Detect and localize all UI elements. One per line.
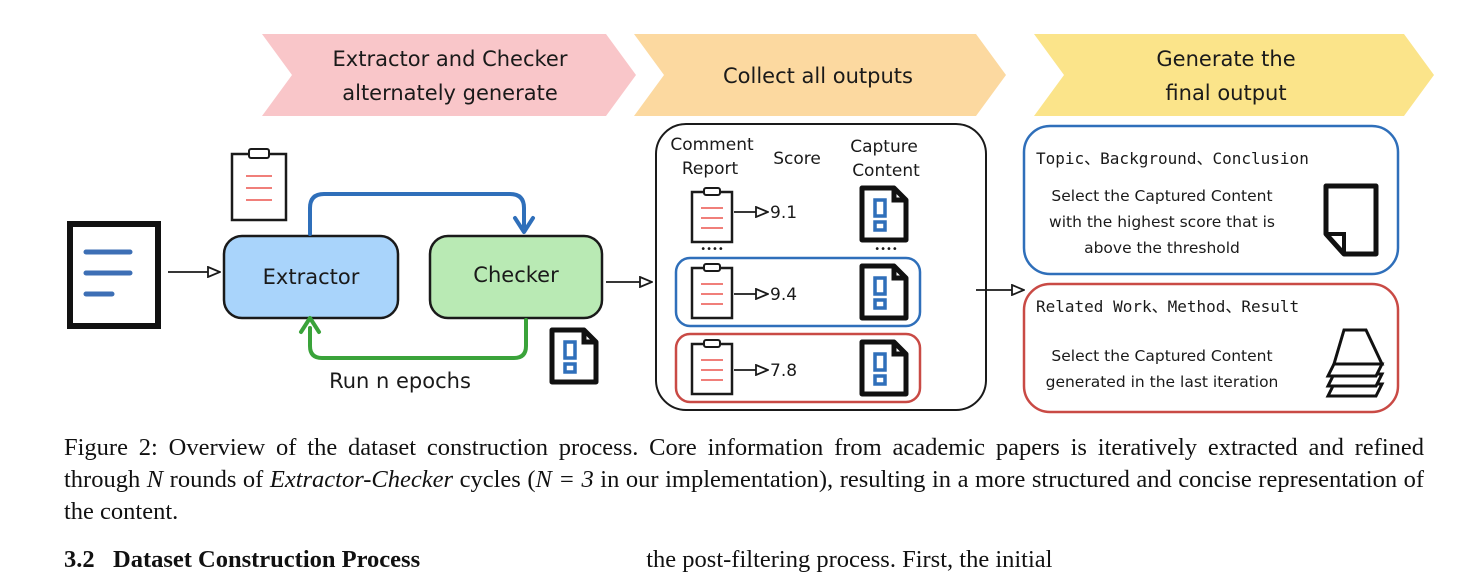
epochs-label: Run n epochs (329, 369, 471, 393)
topic-output-box (1022, 124, 1400, 276)
topic-sections-title: Topic、Background、Conclusion (1036, 149, 1309, 168)
stage1-banner-line2: alternately generate (342, 81, 558, 105)
captured-content-icon (552, 330, 596, 382)
row2-highlight-blue (674, 256, 922, 328)
row2-report-icon (690, 262, 734, 320)
row3-content-icon (862, 342, 906, 394)
row3-score: 7.8 (770, 361, 797, 381)
stage1-banner-line1: Extractor and Checker (333, 47, 568, 71)
stage3-banner-line1: Generate the (1156, 47, 1295, 71)
col-comment-line1: Comment (670, 135, 754, 155)
related-output-box (1022, 282, 1400, 414)
col-capture-line1: Capture (850, 137, 918, 157)
row3-report-icon (690, 338, 734, 396)
checker-node (428, 234, 604, 320)
caption-tail: in our implementation), resulting in a m… (64, 466, 1425, 525)
page-stack-icon (1325, 328, 1385, 398)
stage3-banner (1034, 34, 1434, 116)
stage3-banner-line2: final output (1165, 81, 1286, 105)
pipeline-diagram: Extractor and Checker alternately genera… (67, 34, 1434, 414)
section-number: 3.2 (64, 546, 95, 573)
row1-score: 9.1 (770, 203, 797, 223)
caption-equation: N = 3 (535, 466, 594, 493)
topic-rule-line3: above the threshold (1084, 239, 1240, 257)
ellipsis-left: •••• (700, 244, 724, 255)
section-title: Dataset Construction Process (113, 546, 421, 573)
caption-cycles: cycles ( (459, 466, 536, 493)
stage2-banner (634, 34, 1006, 116)
related-sections-title: Related Work、Method、Result (1036, 297, 1299, 316)
col-comment-line2: Report (682, 159, 739, 179)
comment-report-icon (230, 148, 288, 222)
extract-to-check-arrow (308, 192, 526, 236)
topic-rule-line2: with the highest score that is (1049, 213, 1275, 231)
figure-caption: Figure 2: Overview of the dataset constr… (64, 432, 1424, 528)
single-page-icon (1323, 183, 1379, 257)
stage1-banner (262, 34, 636, 116)
checker-label: Checker (473, 263, 559, 287)
caption-var-n: N (146, 466, 164, 493)
col-capture-line2: Content (852, 161, 920, 181)
related-rule-line1: Select the Captured Content (1051, 347, 1272, 365)
ellipsis-right: •••• (874, 244, 898, 255)
row2-score: 9.4 (770, 285, 797, 305)
row2-content-icon (862, 266, 906, 318)
check-to-extract-arrow (308, 318, 528, 360)
row1-content-icon (862, 188, 906, 240)
paper-document-icon (67, 221, 161, 329)
caption-mid: rounds of (169, 466, 264, 493)
section-right-text: the post-filtering process. First, the i… (646, 546, 1053, 573)
stage2-banner-label: Collect all outputs (723, 64, 913, 88)
row1-report-icon (690, 186, 734, 244)
row3-highlight-red (674, 332, 922, 404)
caption-italic-term: Extractor-Checker (269, 466, 454, 493)
caption-lead: Figure 2: Overview of the dataset constr… (64, 434, 1424, 493)
related-rule-line2: generated in the last iteration (1046, 373, 1279, 391)
col-score-header: Score (773, 149, 821, 169)
next-section-heading: 3.2 Dataset Construction Process the pos… (64, 546, 1464, 574)
topic-rule-line1: Select the Captured Content (1051, 187, 1272, 205)
extractor-label: Extractor (263, 265, 360, 289)
